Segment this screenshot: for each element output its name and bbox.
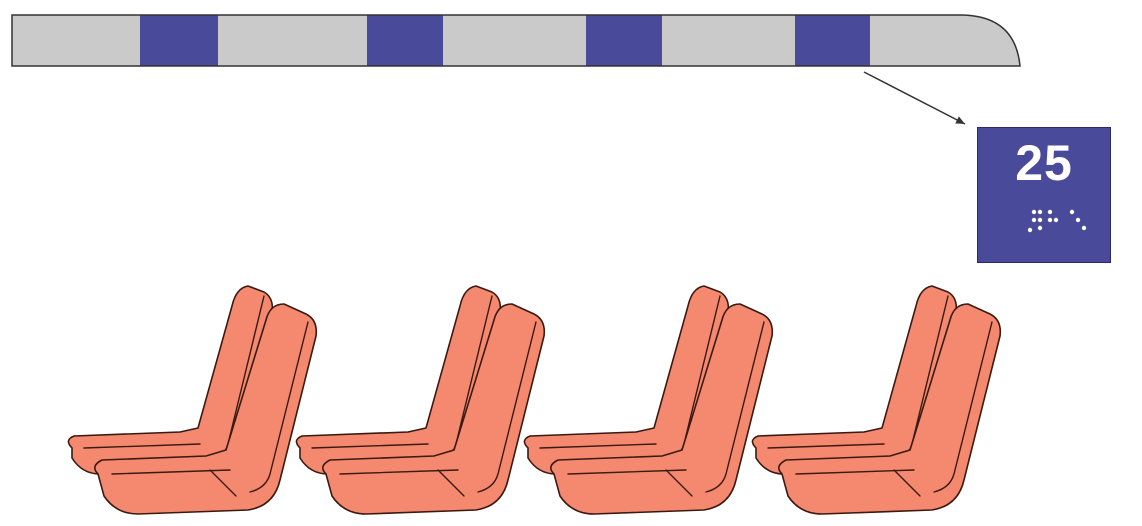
seat-number-sign: 25 — [977, 127, 1111, 263]
strip-gray-segment — [218, 15, 367, 66]
strip-blue-segment — [795, 15, 870, 66]
strip-blue-segment — [367, 15, 443, 66]
pointer-arrow — [864, 72, 965, 124]
seat-icon — [524, 286, 772, 514]
strip-gray-segment — [443, 15, 586, 66]
strip-gray-segment — [12, 15, 140, 66]
seat-icon — [296, 286, 544, 514]
seat-icon — [68, 286, 316, 514]
color-strip — [12, 15, 1020, 66]
seat-row — [68, 286, 1000, 514]
braille-dots-icon — [1028, 204, 1098, 244]
strip-gray-segment — [662, 15, 795, 66]
seat-icon — [752, 286, 1000, 514]
strip-blue-segment — [140, 15, 218, 66]
seat-number: 25 — [978, 136, 1110, 190]
strip-gray-segment — [870, 15, 1020, 66]
strip-blue-segment — [586, 15, 662, 66]
